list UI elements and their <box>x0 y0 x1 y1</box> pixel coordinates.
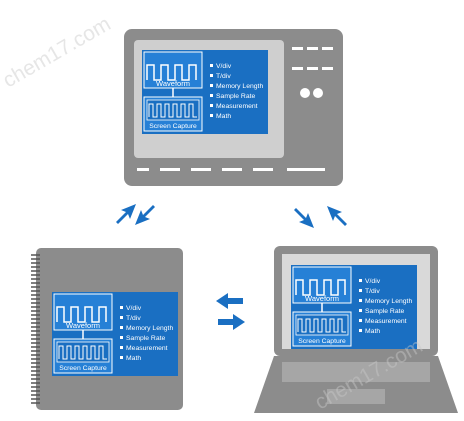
waveform-label: Waveform <box>305 294 339 303</box>
panel-item: Sample Rate <box>216 93 256 100</box>
panel-item: Measurement <box>126 345 168 352</box>
panel-item: V/div <box>365 278 381 285</box>
panel-item: Sample Rate <box>126 335 166 342</box>
double-arrow-icon <box>216 293 245 330</box>
notebook-panel: Waveform Screen Capture V/div T/div Memo… <box>51 291 179 377</box>
double-arrow-icon <box>116 204 155 225</box>
panel-item: Sample Rate <box>365 308 405 315</box>
panel-item: Math <box>126 355 141 362</box>
capture-label: Screen Capture <box>149 123 197 130</box>
capture-label: Screen Capture <box>298 338 346 345</box>
watermark: chem17.com <box>0 12 115 92</box>
panel-item: V/div <box>216 63 232 70</box>
laptop-panel: Waveform Screen Capture V/div T/div Memo… <box>290 264 418 350</box>
panel-item: V/div <box>126 305 142 312</box>
oscilloscope-panel: Waveform Screen Capture V/div T/div Memo… <box>141 49 269 135</box>
panel-item: Math <box>216 113 231 120</box>
panel-item: Memory Length <box>126 325 173 332</box>
double-arrow-icon <box>294 206 347 228</box>
panel-item: Math <box>365 328 380 335</box>
panel-item: Memory Length <box>365 298 412 305</box>
waveform-label: Waveform <box>156 79 190 88</box>
capture-label: Screen Capture <box>59 365 107 372</box>
waveform-label: Waveform <box>66 321 100 330</box>
panel-item: T/div <box>365 288 380 295</box>
panel-item: T/div <box>126 315 141 322</box>
panel-item: Measurement <box>216 103 258 110</box>
panel-item: Measurement <box>365 318 407 325</box>
panel-item: T/div <box>216 73 231 80</box>
panel-item: Memory Length <box>216 83 263 90</box>
